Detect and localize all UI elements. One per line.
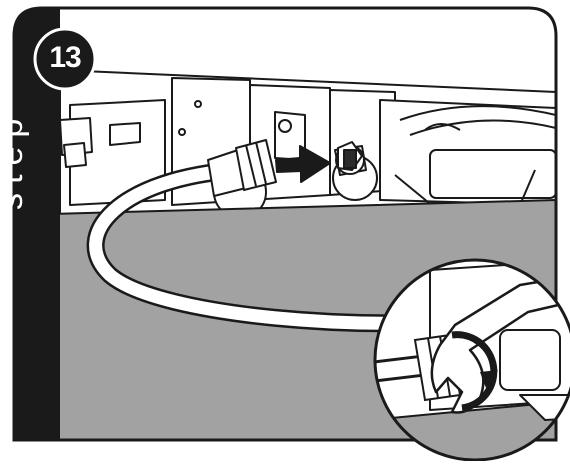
step-band xyxy=(14,8,60,440)
step-number-badge xyxy=(33,27,97,91)
step-number: 13 xyxy=(49,41,81,74)
right-arrow-icon xyxy=(275,145,331,183)
gas-inlet-fitting xyxy=(335,141,365,175)
hose-fitting-nut xyxy=(207,139,277,197)
step-label: step xyxy=(0,109,30,210)
clockwise-rotate-icon xyxy=(451,331,498,412)
